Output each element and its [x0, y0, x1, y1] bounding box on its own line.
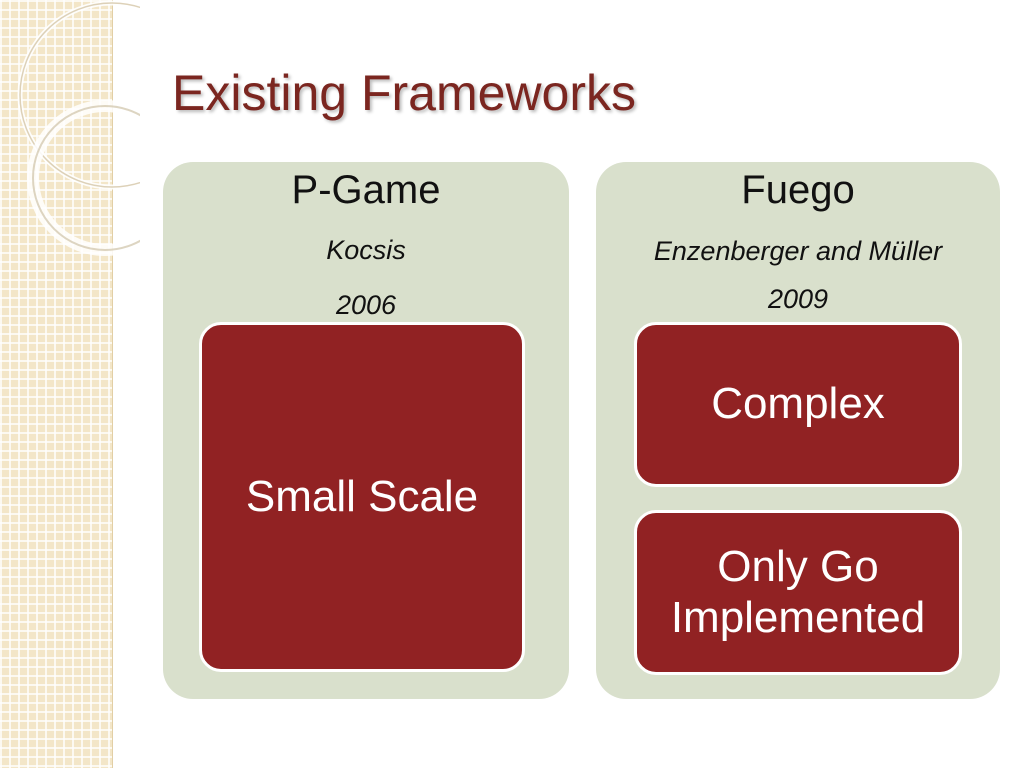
slide-title: Existing Frameworks	[172, 65, 636, 121]
framework-panel-pgame: P-Game Kocsis 2006 Small Scale	[163, 162, 569, 699]
framework-name: Fuego	[741, 168, 855, 212]
framework-note: Small Scale	[245, 471, 479, 521]
framework-note: Complex	[711, 379, 885, 429]
framework-panel-fuego: Fuego Enzenberger and Müller 2009 Comple…	[596, 162, 1000, 699]
framework-name: P-Game	[291, 168, 441, 212]
framework-year: 2009	[767, 284, 829, 314]
framework-author: Kocsis	[326, 235, 406, 265]
framework-note: Only Go Implemented	[670, 541, 926, 642]
framework-note-card: Complex	[634, 322, 962, 487]
framework-note-card: Only Go Implemented	[634, 510, 962, 675]
decorative-rings	[17, 0, 140, 256]
framework-author: Enzenberger and Müller	[653, 236, 943, 266]
framework-year: 2006	[335, 290, 397, 320]
framework-note-card: Small Scale	[199, 322, 525, 672]
